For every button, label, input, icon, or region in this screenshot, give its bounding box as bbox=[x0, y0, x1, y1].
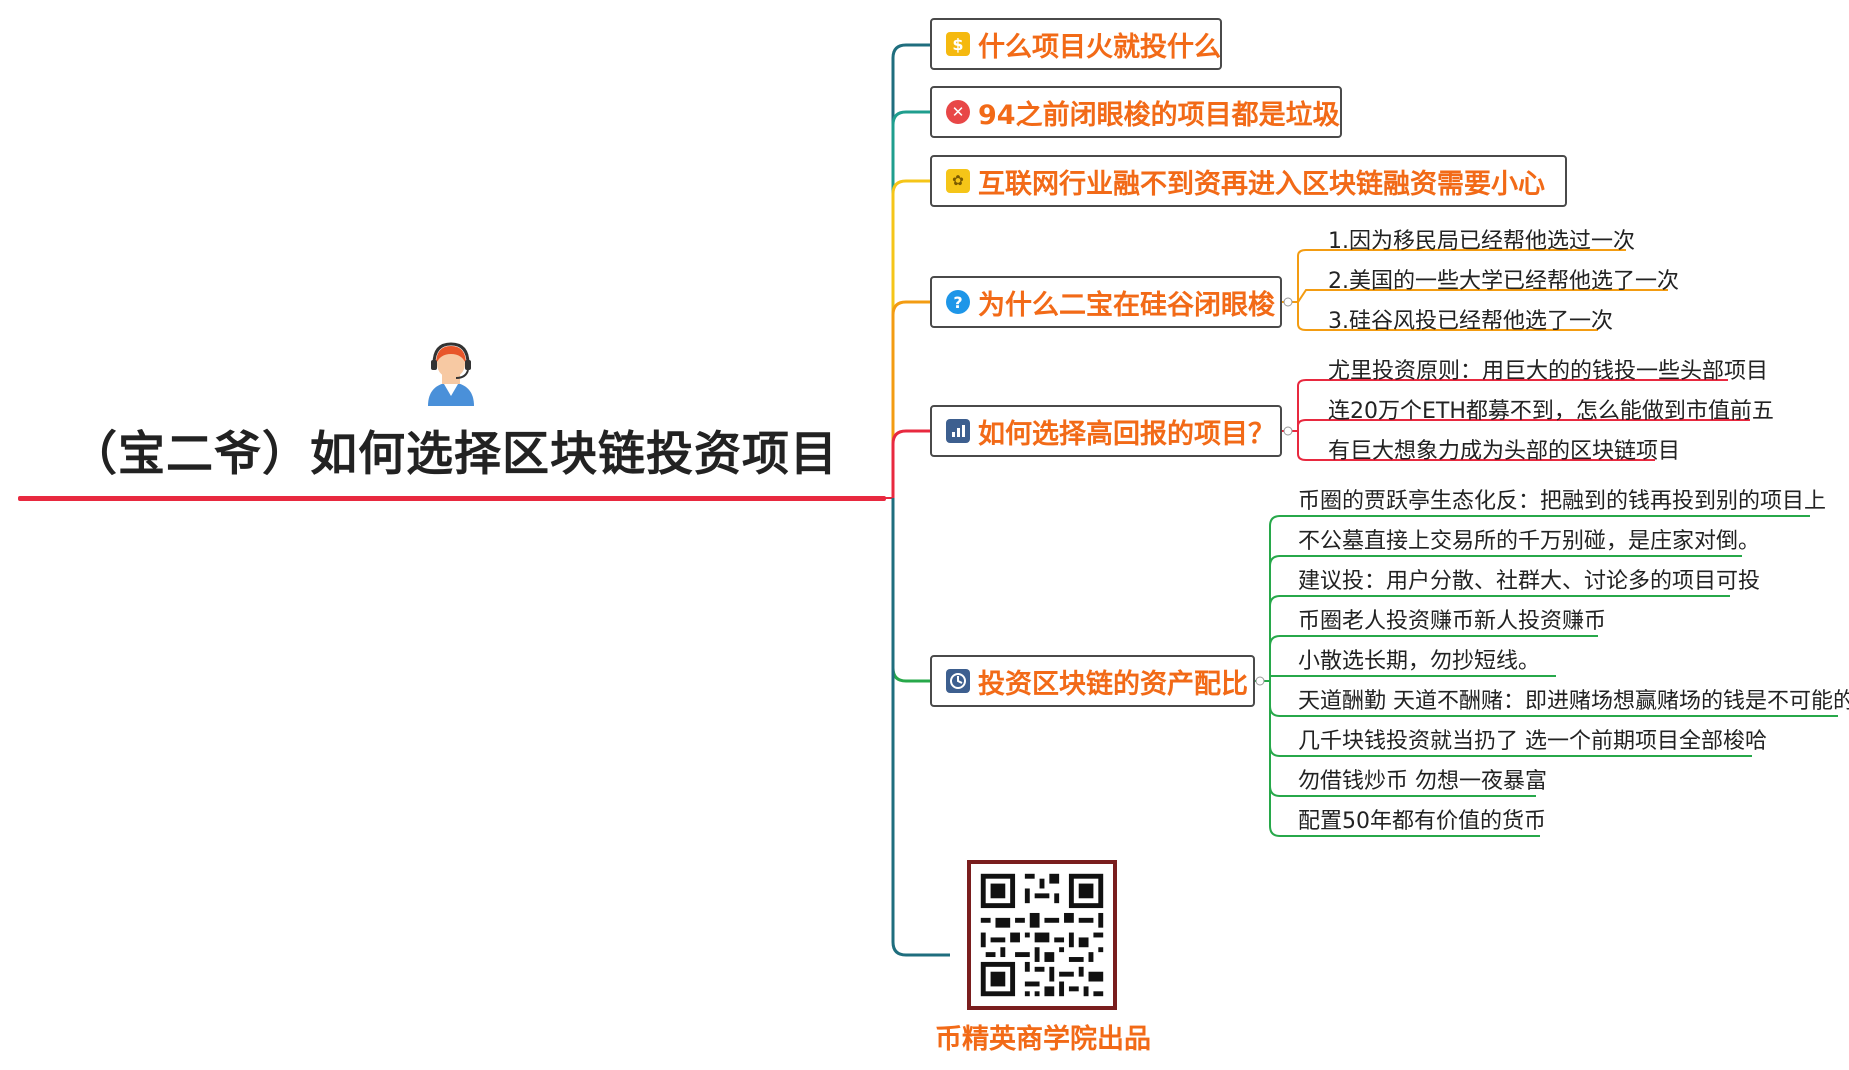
topic-label: 如何选择高回报的项目？ bbox=[978, 418, 1275, 450]
leaf-item[interactable]: 2.美国的一些大学已经帮他选了一次 bbox=[1328, 269, 1679, 294]
root-underline bbox=[18, 496, 886, 501]
question-icon: ? bbox=[946, 290, 970, 314]
clock-icon bbox=[946, 669, 970, 693]
leaf-item[interactable]: 天道酬勤 天道不酬赌：即进赌场想赢赌场的钱是不可能的 bbox=[1298, 689, 1849, 714]
medal-icon: ✿ bbox=[946, 169, 970, 193]
leaf-item[interactable]: 连20万个ETH都募不到，怎么能做到市值前五 bbox=[1328, 399, 1774, 424]
topic-hot-projects[interactable]: $ 什么项目火就投什么 bbox=[930, 18, 1222, 70]
dollar-icon: $ bbox=[946, 32, 970, 56]
leaf-item[interactable]: 币圈老人投资赚币新人投资赚币 bbox=[1298, 609, 1607, 634]
leaf-item[interactable]: 不公墓直接上交易所的千万别碰，是庄家对倒。 bbox=[1298, 529, 1761, 554]
leaf-item[interactable]: 3.硅谷风投已经帮他选了一次 bbox=[1328, 309, 1613, 334]
leaf-item[interactable]: 1.因为移民局已经帮他选过一次 bbox=[1328, 229, 1635, 254]
topic-label: 94之前闭眼梭的项目都是垃圾 bbox=[978, 99, 1340, 131]
topic-label: 为什么二宝在硅谷闭眼梭 bbox=[978, 289, 1275, 321]
topic-high-return[interactable]: 如何选择高回报的项目？ bbox=[930, 405, 1282, 457]
topic-label: 互联网行业融不到资再进入区块链融资需要小心 bbox=[978, 168, 1545, 200]
leaf-item[interactable]: 小散选长期，勿抄短线。 bbox=[1298, 649, 1541, 674]
topic-asset-allocation[interactable]: 投资区块链的资产配比 bbox=[930, 655, 1255, 707]
qr-code-image bbox=[967, 860, 1117, 1010]
support-agent-icon bbox=[428, 342, 474, 406]
leaf-item[interactable]: 有巨大想象力成为头部的区块链项目 bbox=[1328, 439, 1681, 464]
x-icon: ✕ bbox=[946, 100, 970, 124]
topic-internet-financing[interactable]: ✿ 互联网行业融不到资再进入区块链融资需要小心 bbox=[930, 155, 1567, 207]
topic-pre-94-projects[interactable]: ✕ 94之前闭眼梭的项目都是垃圾 bbox=[930, 86, 1342, 138]
leaf-item[interactable]: 勿借钱炒币 勿想一夜暴富 bbox=[1298, 769, 1547, 794]
footer-caption: 币精英商学院出品 bbox=[935, 1024, 1151, 1055]
topic-label: 什么项目火就投什么 bbox=[978, 31, 1221, 63]
root-title[interactable]: （宝二爷）如何选择区块链投资项目 bbox=[70, 427, 838, 482]
topic-silicon-valley[interactable]: ? 为什么二宝在硅谷闭眼梭 bbox=[930, 276, 1282, 328]
chart-icon bbox=[946, 419, 970, 443]
leaf-item[interactable]: 建议投：用户分散、社群大、讨论多的项目可投 bbox=[1298, 569, 1761, 594]
topic-label: 投资区块链的资产配比 bbox=[978, 668, 1248, 700]
qr-code-icon bbox=[971, 864, 1113, 1006]
leaf-item[interactable]: 配置50年都有价值的货币 bbox=[1298, 809, 1546, 834]
leaf-item[interactable]: 几千块钱投资就当扔了 选一个前期项目全部梭哈 bbox=[1298, 729, 1767, 754]
leaf-item[interactable]: 尤里投资原则：用巨大的的钱投一些头部项目 bbox=[1328, 359, 1769, 384]
leaf-item[interactable]: 币圈的贾跃亭生态化反：把融到的钱再投到别的项目上 bbox=[1298, 489, 1827, 514]
